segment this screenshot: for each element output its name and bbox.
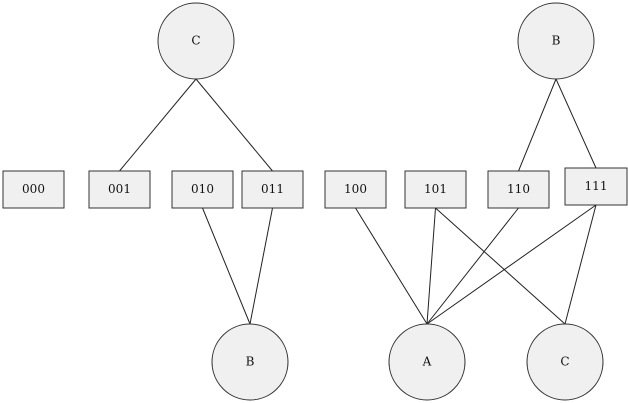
circle-label: B	[552, 34, 561, 48]
box-label: 011	[261, 182, 284, 196]
box-node-110: 110	[487, 170, 550, 209]
circle-node-c-bottom: C	[526, 323, 604, 401]
circle-node-a-bottom: A	[388, 323, 466, 401]
edge-b111-c_bottom	[564, 204, 597, 325]
edge-b011-b_bottom	[249, 207, 273, 325]
box-node-011: 011	[241, 170, 304, 209]
circle-label: C	[560, 355, 569, 369]
box-label: 111	[585, 179, 608, 193]
box-label: 110	[507, 182, 530, 196]
edge-b101-a_bottom	[426, 207, 436, 325]
edge-b111-a_bottom	[426, 204, 597, 325]
box-label: 000	[22, 182, 45, 196]
edge-b101-c_bottom	[435, 207, 566, 325]
box-label: 010	[191, 182, 214, 196]
box-label: 100	[344, 182, 367, 196]
circle-label: B	[246, 355, 255, 369]
edge-b010-b_bottom	[202, 207, 251, 325]
box-node-100: 100	[324, 170, 387, 209]
circle-label: C	[191, 34, 200, 48]
edge-b_top-b110	[518, 78, 557, 172]
circle-node-b-top: B	[517, 2, 595, 80]
edge-c_top-b011	[195, 78, 273, 172]
circle-node-b-bottom: B	[211, 323, 289, 401]
edge-b110-a_bottom	[426, 207, 519, 325]
edges-layer	[119, 78, 597, 325]
box-label: 001	[108, 182, 131, 196]
box-node-111: 111	[564, 167, 628, 206]
circle-node-c-top: C	[157, 2, 235, 80]
edge-b100-a_bottom	[355, 207, 428, 325]
box-node-001: 001	[88, 170, 151, 209]
box-label: 101	[424, 182, 447, 196]
edge-b_top-b111	[555, 78, 597, 169]
edge-c_top-b001	[119, 78, 197, 172]
box-node-101: 101	[404, 170, 467, 209]
circle-label: A	[422, 355, 432, 369]
box-node-010: 010	[171, 170, 234, 209]
box-node-000: 000	[2, 170, 65, 209]
